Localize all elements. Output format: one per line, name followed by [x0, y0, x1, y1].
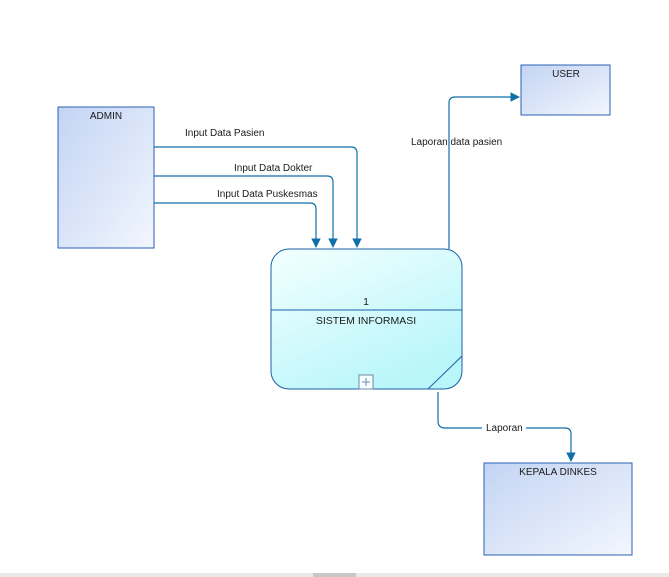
flow-laporan[interactable]: Laporan	[437, 392, 576, 462]
flow-label-laporan: Laporan	[486, 423, 523, 434]
process-sistem-informasi[interactable]: 1 SISTEM INFORMASI	[270, 248, 463, 390]
flow-label-input-data-puskesmas: Input Data Puskesmas	[217, 189, 318, 200]
expand-subprocess-icon[interactable]	[358, 374, 374, 390]
horizontal-scrollbar[interactable]	[0, 573, 669, 577]
process-corner-fold	[427, 355, 463, 390]
flow-label-input-data-pasien: Input Data Pasien	[185, 128, 265, 139]
flow-laporan-data-pasien[interactable]: Laporan data pasien	[411, 92, 520, 249]
process-number: 1	[363, 296, 369, 308]
entity-user-label: USER	[552, 69, 580, 80]
flow-label-input-data-dokter: Input Data Dokter	[234, 163, 313, 174]
flow-input-data-puskesmas[interactable]: Input Data Puskesmas	[154, 189, 321, 248]
scrollbar-thumb[interactable]	[313, 573, 356, 577]
entity-kepala-dinkes-label: KEPALA DINKES	[519, 467, 597, 478]
flow-label-laporan-data-pasien: Laporan data pasien	[411, 137, 502, 148]
entity-admin[interactable]: ADMIN	[57, 106, 155, 249]
entity-user[interactable]: USER	[520, 64, 611, 116]
flow-input-data-pasien[interactable]: Input Data Pasien	[154, 128, 362, 248]
entity-kepala-dinkes[interactable]: KEPALA DINKES	[483, 462, 633, 556]
flow-input-data-dokter[interactable]: Input Data Dokter	[154, 163, 338, 248]
entity-admin-label: ADMIN	[90, 111, 122, 122]
process-label: SISTEM INFORMASI	[316, 315, 416, 327]
